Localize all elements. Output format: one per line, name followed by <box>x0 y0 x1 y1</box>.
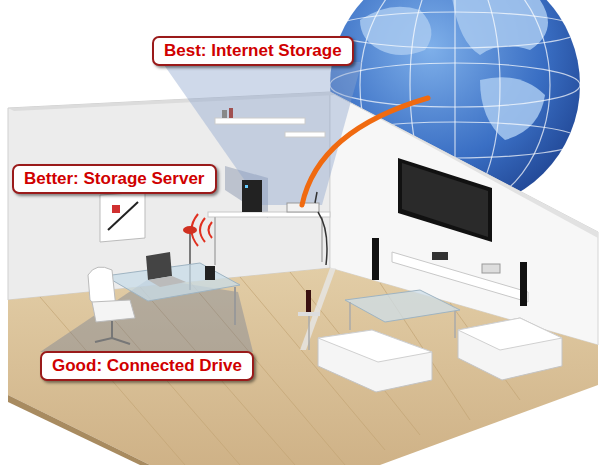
media-box <box>482 264 500 273</box>
media-box <box>432 252 448 260</box>
callout-text: Best: Internet Storage <box>164 41 342 61</box>
sofa <box>318 330 432 392</box>
back-desk <box>208 212 330 217</box>
shelf <box>285 132 325 137</box>
coffee-table <box>345 290 460 322</box>
desk-leg <box>321 217 323 262</box>
internet-link <box>302 98 428 205</box>
wall-picture <box>100 192 145 242</box>
side-table <box>298 312 320 316</box>
router-antenna <box>315 192 317 203</box>
land <box>480 77 545 140</box>
parallel <box>330 12 580 48</box>
wine-bottle <box>306 290 311 312</box>
wall-top <box>330 92 598 238</box>
book <box>229 108 233 118</box>
speaker <box>520 262 527 306</box>
armchair <box>458 318 562 380</box>
callout-box: Better: Storage Server <box>12 164 217 194</box>
signal-arc <box>200 218 205 242</box>
tv <box>398 158 492 242</box>
side-table-leg <box>308 316 310 350</box>
speaker <box>372 238 379 280</box>
callout-text: Good: Connected Drive <box>52 356 242 376</box>
callout-text: Better: Storage Server <box>24 169 204 189</box>
laptop-screen <box>146 252 172 280</box>
picture-art <box>112 205 120 213</box>
cable <box>318 212 327 265</box>
server-light <box>245 185 248 188</box>
laptop-base <box>148 276 186 287</box>
chair-base <box>95 338 130 344</box>
lamp-shade <box>183 226 197 234</box>
picture-art <box>108 202 138 230</box>
tv-screen <box>402 163 488 237</box>
desk-leg <box>214 217 216 265</box>
floor-boards <box>40 272 520 465</box>
desk-leg <box>234 287 236 325</box>
connected-drive <box>205 266 215 280</box>
living-room <box>298 158 562 392</box>
shelf <box>215 118 305 124</box>
callout-box: Good: Connected Drive <box>40 351 254 381</box>
office <box>88 108 330 344</box>
sofa-seat <box>318 330 432 362</box>
armchair-seat <box>458 318 562 350</box>
chair-post <box>111 321 113 338</box>
glass-desk <box>105 263 240 301</box>
table-leg <box>349 302 351 330</box>
table-leg <box>454 311 456 338</box>
signal-arc <box>209 222 213 238</box>
callout-box: Best: Internet Storage <box>152 36 354 66</box>
storage-server <box>242 180 262 212</box>
chair-seat <box>92 300 135 322</box>
book <box>222 110 227 118</box>
floor-edge <box>8 395 150 465</box>
parallel <box>330 63 580 107</box>
